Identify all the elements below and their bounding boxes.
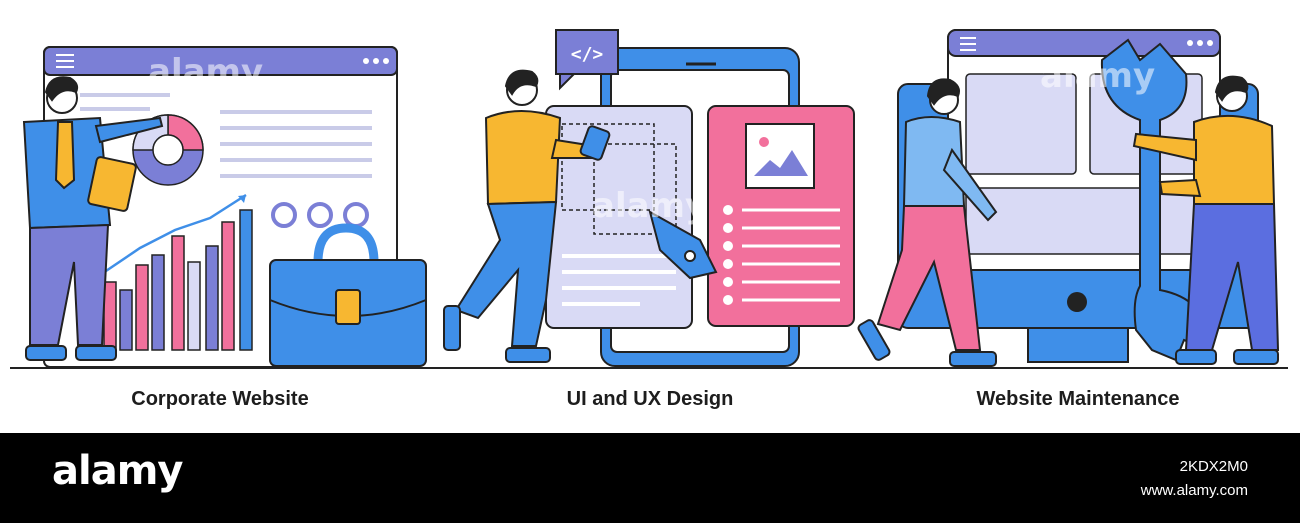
maintenance-titlebar — [947, 29, 1221, 57]
bar-chart — [103, 209, 253, 351]
website-maintenance-illustration — [857, 29, 1280, 367]
list-lines — [742, 208, 840, 302]
watermark: alamy — [592, 186, 708, 226]
image-id-code: 2KDX2M0 — [1179, 458, 1248, 475]
browser-titlebar — [43, 46, 398, 76]
caption-ui-ux-design: UI and UX Design — [566, 388, 734, 410]
menu-icon-2 — [960, 37, 976, 51]
window-dots-icon-2 — [1187, 40, 1213, 46]
text-lines — [80, 93, 372, 178]
footer-bar — [0, 433, 1300, 523]
code-bubble-tail — [559, 73, 577, 91]
monitor-stand — [1027, 327, 1129, 363]
code-tag: </> — [571, 44, 604, 65]
image-placeholder — [745, 123, 815, 189]
technician-figure — [1132, 75, 1280, 365]
menu-icon — [56, 54, 74, 68]
bullet-list — [723, 205, 733, 305]
briefcase-icon — [269, 223, 427, 367]
image-id: 2KDX2M0 www.alamy.com — [1141, 455, 1248, 503]
donut-chart — [132, 114, 204, 186]
caption-corporate-website: Corporate Website — [131, 388, 309, 410]
status-circles-icon — [271, 202, 369, 228]
designer-figure — [443, 69, 611, 363]
wireframe-box-2 — [593, 143, 677, 235]
window-dots-icon — [363, 58, 389, 64]
code-bubble — [555, 29, 619, 75]
watermark: alamy — [148, 52, 264, 92]
image-icon — [754, 150, 808, 176]
illustration-canvas: </> — [10, 29, 1288, 369]
woman-figure — [857, 78, 998, 367]
ui-ux-design-illustration: </> — [443, 29, 855, 367]
trend-arrow-icon — [238, 195, 246, 203]
corporate-website-illustration — [22, 46, 427, 368]
wireframe-box — [561, 123, 655, 211]
monitor-button — [1067, 292, 1087, 312]
site-url: www.alamy.com — [1140, 482, 1248, 499]
design-card — [707, 105, 855, 327]
businessman-figure — [22, 76, 164, 361]
watermark: alamy — [1040, 56, 1156, 96]
caption-website-maintenance: Website Maintenance — [976, 388, 1180, 410]
wireframe-lines — [562, 254, 676, 306]
pen-tool-icon — [648, 209, 718, 280]
alamy-logo: alamy — [52, 448, 183, 494]
trend-line — [99, 193, 247, 277]
